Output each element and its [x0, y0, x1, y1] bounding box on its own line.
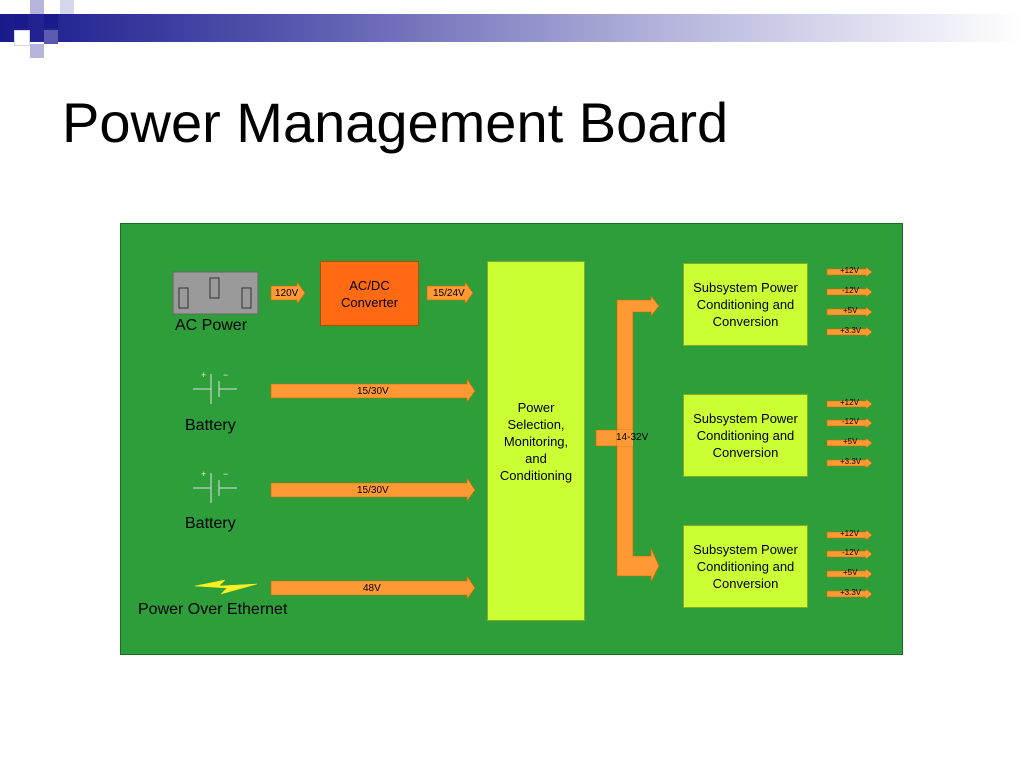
output-voltage: +3.3V	[840, 588, 862, 597]
battery1-label: Battery	[185, 417, 236, 434]
acdc-converter-box: AC/DC Converter	[320, 261, 419, 326]
header-square	[30, 0, 44, 14]
output-voltage: +12V	[840, 266, 859, 275]
battery2-voltage: 15/30V	[357, 485, 389, 496]
battery2-plus: +	[201, 469, 207, 479]
output-voltage: +12V	[840, 529, 859, 538]
output-voltage: +12V	[840, 398, 859, 407]
battery1-minus: −	[223, 370, 229, 380]
output-voltage: +3.3V	[840, 457, 862, 466]
output-voltage: -12V	[842, 548, 859, 557]
slide-title: Power Management Board	[62, 91, 729, 154]
output-voltage: +5V	[843, 568, 858, 577]
subsystem-box: Subsystem Power Conditioning and Convers…	[683, 263, 808, 346]
battery2-minus: −	[223, 469, 229, 479]
battery1-arrow	[270, 378, 476, 403]
output-voltage: -12V	[842, 286, 859, 295]
output-voltage: -12V	[842, 417, 859, 426]
battery1-plus: +	[201, 370, 207, 380]
header-square	[60, 0, 74, 14]
poe-voltage: 48V	[363, 583, 381, 594]
header-square	[30, 44, 44, 58]
header-gradient-bar	[0, 14, 1024, 42]
battery1-voltage: 15/30V	[357, 386, 389, 397]
subsystem-label: Subsystem Power Conditioning and Convers…	[693, 542, 798, 591]
header-square	[14, 30, 30, 46]
subsystem-box: Subsystem Power Conditioning and Convers…	[683, 525, 808, 608]
output-voltage: +3.3V	[840, 326, 862, 335]
ac-power-label: AC Power	[175, 317, 248, 334]
battery-icon	[193, 374, 237, 404]
header-square	[44, 14, 58, 28]
output-voltage: +5V	[843, 306, 858, 315]
diagram-graphics	[172, 266, 873, 600]
header-square	[14, 14, 28, 28]
subsystem-label: Subsystem Power Conditioning and Convers…	[693, 280, 798, 329]
subsystem-box: Subsystem Power Conditioning and Convers…	[683, 394, 808, 477]
poe-arrow	[270, 575, 476, 600]
converter-output-voltage: 15/24V	[433, 288, 465, 299]
power-selection-label: Power Selection, Monitoring, and Conditi…	[499, 399, 573, 483]
diagram-board: AC Power Battery Battery Power Over Ethe…	[120, 223, 903, 655]
bus-arrow	[595, 295, 660, 583]
header-square	[44, 30, 58, 44]
lightning-icon	[194, 579, 258, 595]
battery2-label: Battery	[185, 515, 236, 532]
acdc-converter-label: AC/DC Converter	[340, 277, 399, 310]
bus-voltage: 14-32V	[616, 432, 649, 443]
battery2-arrow	[270, 477, 476, 502]
poe-label: Power Over Ethernet	[138, 601, 288, 618]
ac-input-voltage: 120V	[275, 288, 299, 299]
ac-input-arrow	[270, 281, 306, 305]
subsystem-output-arrows	[826, 266, 873, 600]
subsystem-label: Subsystem Power Conditioning and Convers…	[693, 411, 798, 460]
battery-icon	[193, 473, 237, 503]
ac-outlet-icon	[172, 271, 259, 315]
converter-output-arrow	[426, 281, 474, 305]
power-selection-box: Power Selection, Monitoring, and Conditi…	[487, 261, 585, 621]
output-voltage: +5V	[843, 437, 858, 446]
